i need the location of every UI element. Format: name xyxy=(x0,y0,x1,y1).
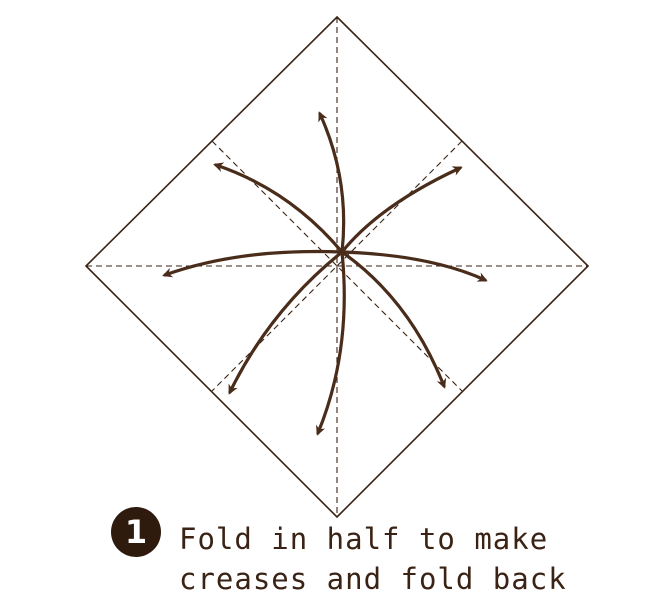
step-number-badge: 1 xyxy=(111,507,161,557)
instruction-line-2: creases and fold back xyxy=(179,562,567,596)
fold-arrow-up xyxy=(318,111,346,254)
fold-arrow-lower-left xyxy=(228,250,344,395)
fold-arrows xyxy=(162,111,488,436)
fold-arrow-upper-right xyxy=(340,166,463,254)
step-instruction: Fold in half to make creases and fold ba… xyxy=(179,519,649,599)
crease-diagonal-a xyxy=(211,140,463,392)
fold-arrow-right xyxy=(340,250,488,282)
instruction-line-1: Fold in half to make xyxy=(179,522,549,556)
fold-arrow-upper-left xyxy=(213,162,344,254)
fold-arrow-left xyxy=(162,249,344,278)
fold-arrow-lower-right xyxy=(340,250,447,389)
fold-arrow-down xyxy=(316,250,346,436)
